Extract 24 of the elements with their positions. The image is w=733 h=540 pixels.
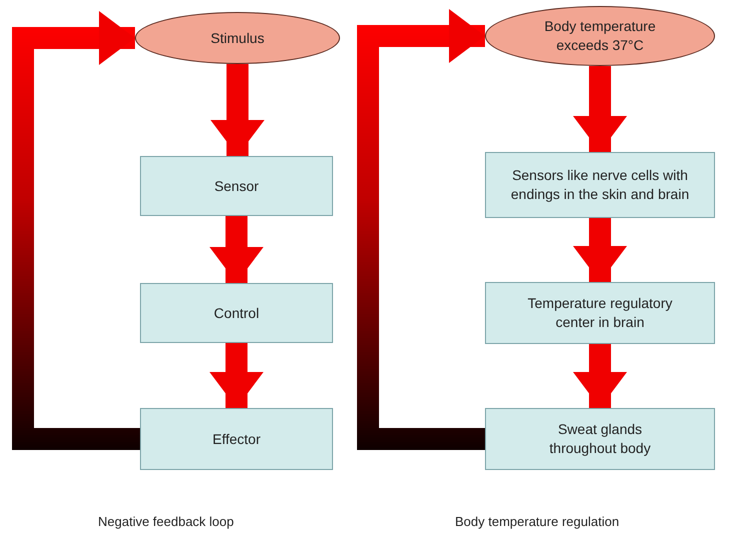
feedback-arrow — [12, 11, 140, 450]
node-text: Sensors like nerve cells with endings in the skin and brain — [510, 166, 690, 204]
arrow — [573, 218, 627, 282]
process-box — [485, 408, 715, 470]
node-text: Body temperature exceeds 37°C — [543, 17, 657, 55]
feedback-arrow — [357, 9, 485, 450]
node-text: Control — [214, 304, 260, 322]
process-box — [485, 282, 715, 344]
node-text: Temperature regulatory center in brain — [526, 294, 674, 332]
process-box — [140, 283, 333, 343]
node-text: Sweat glands throughout body — [548, 420, 652, 458]
node-text: Sensor — [214, 176, 259, 196]
caption: Negative feedback loop — [98, 514, 234, 529]
node-text: Stimulus — [210, 28, 264, 48]
caption: Body temperature regulation — [455, 514, 620, 529]
arrow — [573, 344, 627, 408]
node-text: Effector — [212, 430, 260, 448]
process-box — [140, 408, 333, 470]
arrow — [210, 343, 264, 408]
arrow — [210, 216, 264, 283]
process-box — [485, 152, 715, 218]
arrow — [210, 64, 264, 156]
process-box — [140, 156, 333, 216]
arrow — [573, 66, 627, 152]
